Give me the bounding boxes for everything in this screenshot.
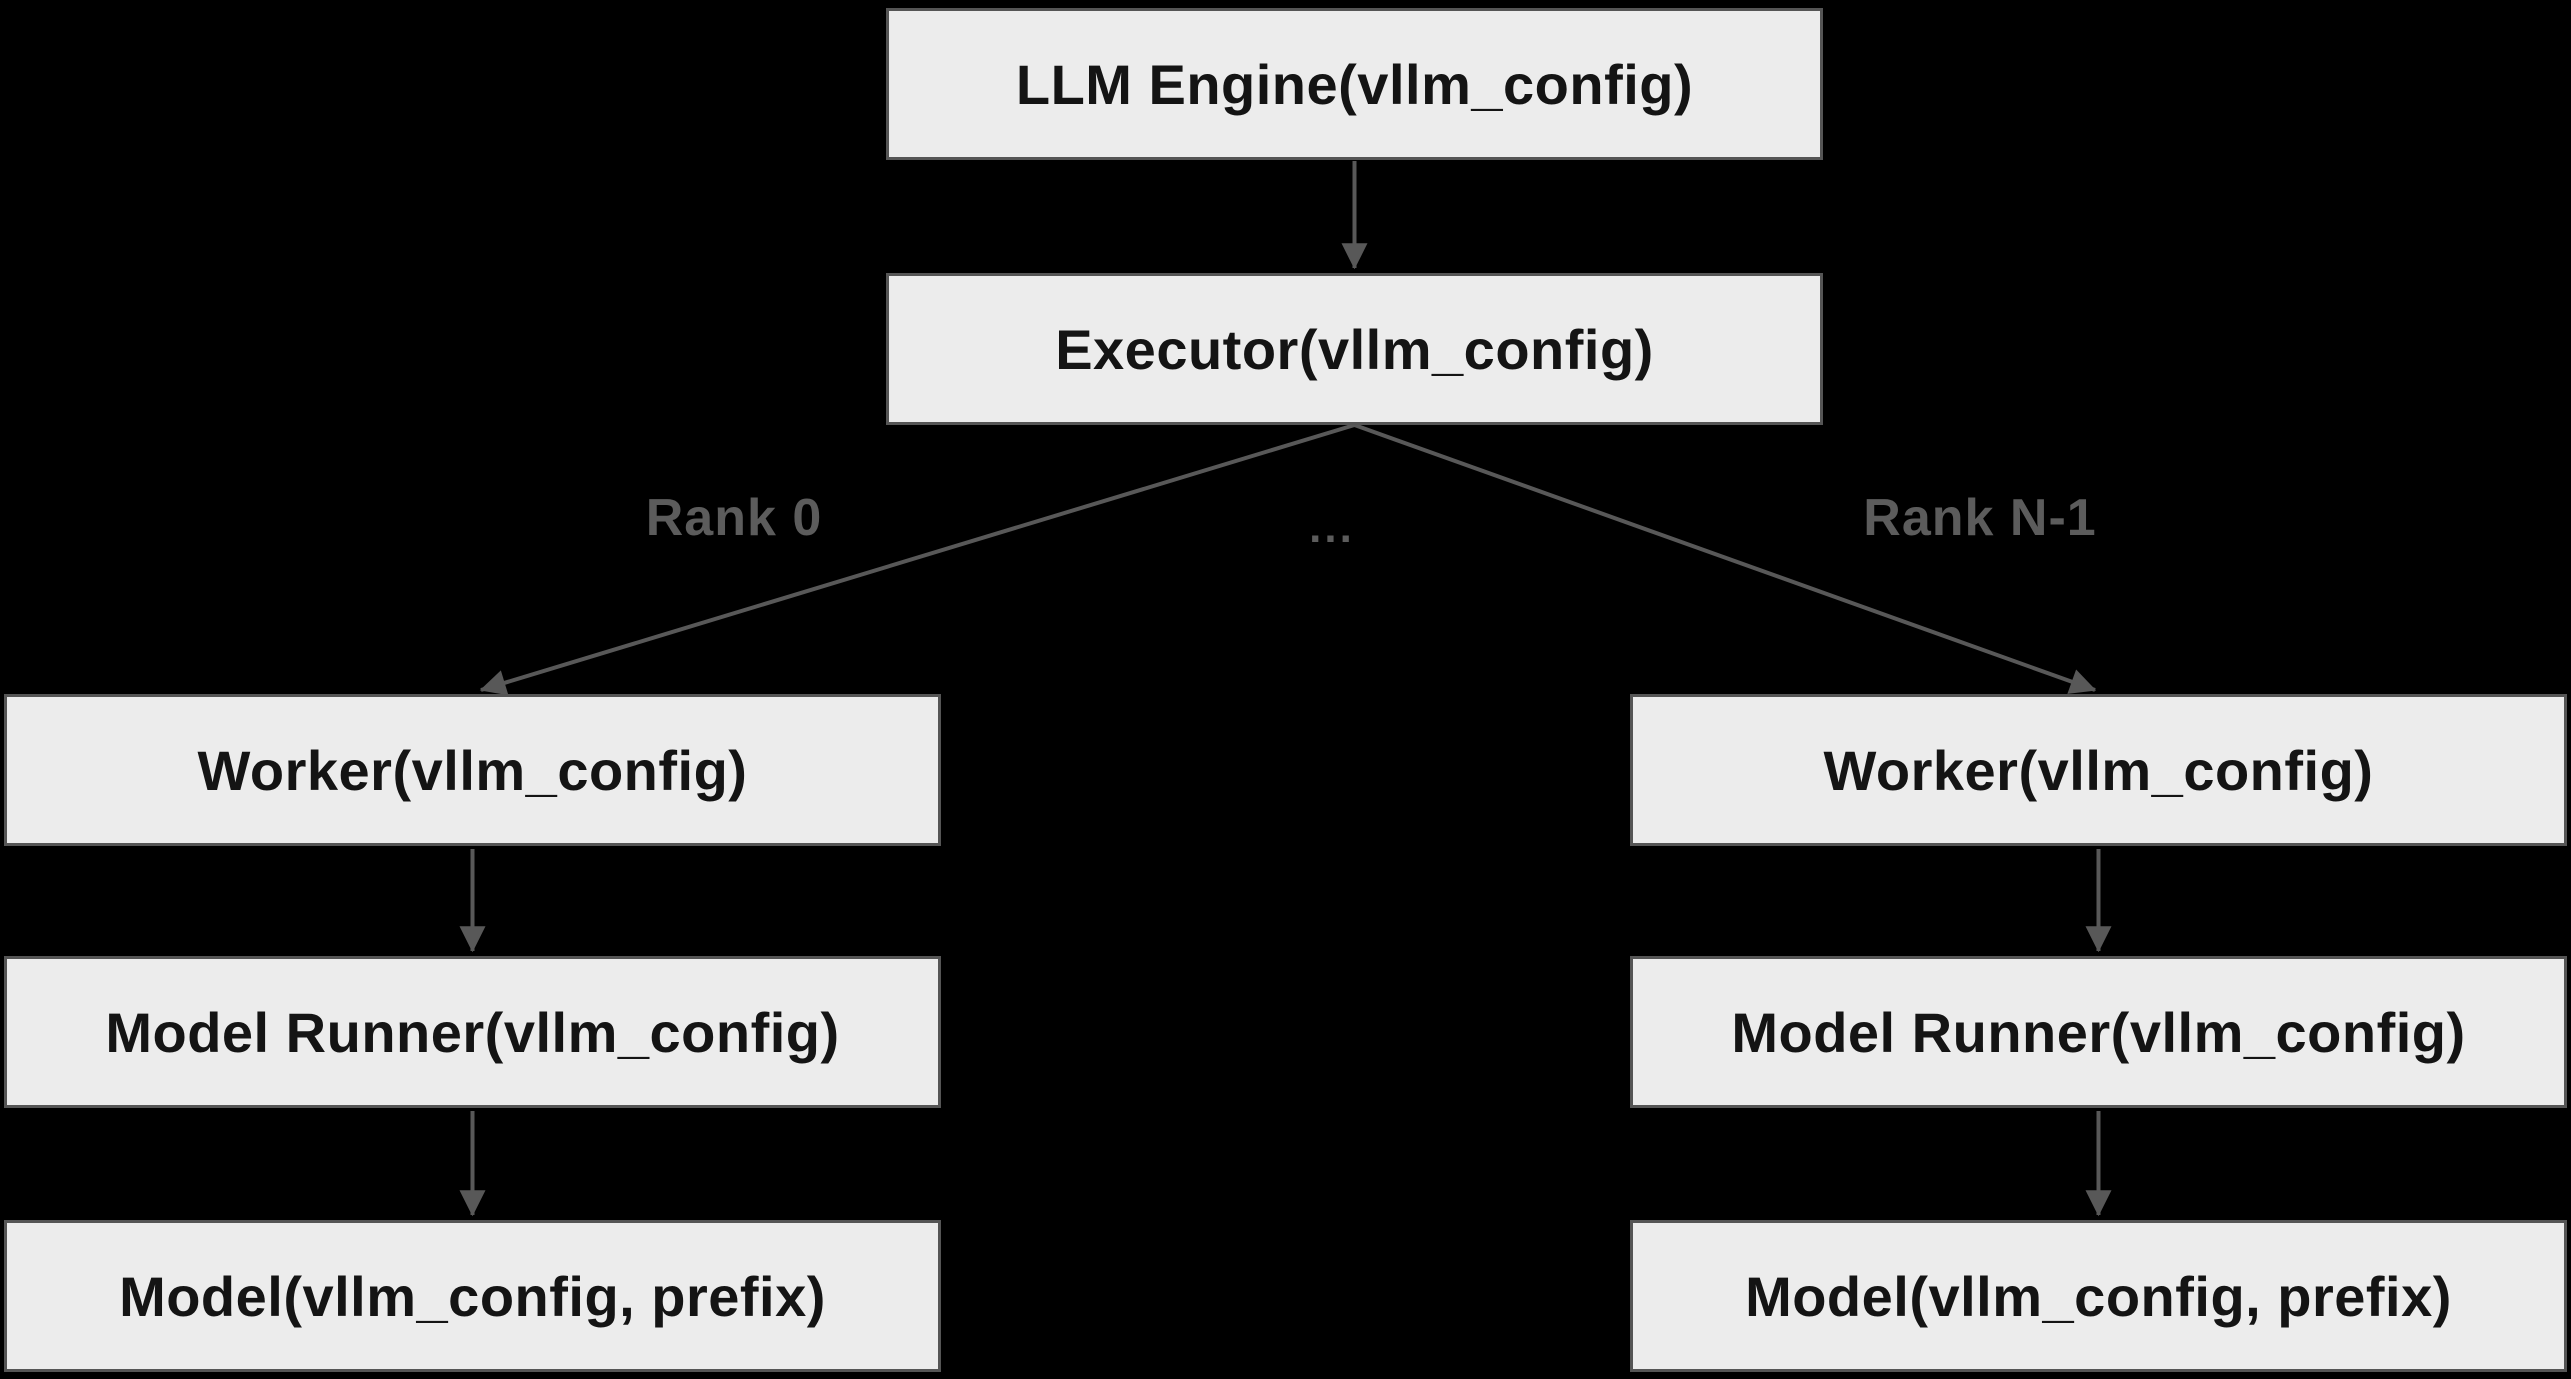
node-model-right: Model(vllm_config, prefix) <box>1630 1220 2567 1372</box>
edge-executor-to-worker-left <box>479 423 1356 696</box>
node-model-left: Model(vllm_config, prefix) <box>4 1220 941 1372</box>
edge-label-ellipsis: ... <box>1309 503 1355 552</box>
node-worker-right-label: Worker(vllm_config) <box>1823 738 2374 802</box>
node-llm-engine-label: LLM Engine(vllm_config) <box>1015 52 1694 116</box>
node-model-right-label: Model(vllm_config, prefix) <box>1745 1264 2452 1328</box>
node-model-runner-right: Model Runner(vllm_config) <box>1630 956 2567 1108</box>
edge-label-rank-n-1: Rank N-1 <box>1863 489 2097 547</box>
node-executor-label: Executor(vllm_config) <box>1055 317 1654 381</box>
node-model-runner-left: Model Runner(vllm_config) <box>4 956 941 1108</box>
node-worker-left-label: Worker(vllm_config) <box>197 738 748 802</box>
edge-label-rank-0: Rank 0 <box>645 489 823 547</box>
node-model-runner-left-label: Model Runner(vllm_config) <box>105 1000 840 1064</box>
node-model-left-label: Model(vllm_config, prefix) <box>119 1264 826 1328</box>
node-llm-engine: LLM Engine(vllm_config) <box>886 8 1823 160</box>
node-executor: Executor(vllm_config) <box>886 273 1823 425</box>
node-worker-right: Worker(vllm_config) <box>1630 694 2567 846</box>
edge-executor-to-worker-right <box>1353 423 2097 694</box>
node-model-runner-right-label: Model Runner(vllm_config) <box>1731 1000 2466 1064</box>
node-worker-left: Worker(vllm_config) <box>4 694 941 846</box>
